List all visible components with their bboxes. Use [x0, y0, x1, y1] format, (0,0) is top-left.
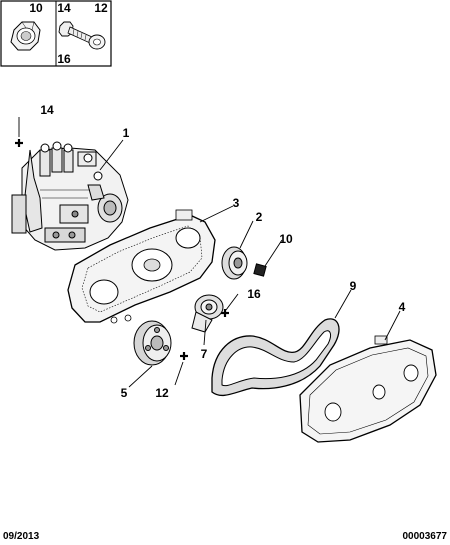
inset-label-bolt: 14	[57, 1, 71, 15]
callout-5: 5	[121, 386, 128, 400]
inset-label-nut: 10	[29, 1, 43, 15]
injection-pump	[11, 141, 129, 251]
bolt-14-cross	[15, 139, 23, 147]
tensioner	[191, 294, 224, 333]
nut-10	[253, 263, 267, 277]
callout-9: 9	[350, 279, 357, 293]
outer-timing-cover	[299, 335, 437, 443]
callout-16: 16	[247, 287, 261, 301]
washer-16-cross	[221, 309, 229, 317]
pump-sprocket	[221, 246, 248, 280]
footer-ref: 00003677	[403, 531, 448, 542]
washer-icon	[88, 34, 106, 50]
timing-belt	[211, 318, 340, 396]
callout-10: 10	[279, 232, 293, 246]
camshaft-sprocket	[133, 320, 172, 366]
callout-3: 3	[233, 196, 240, 210]
nut-icon	[10, 21, 41, 51]
inset-label-washer: 12	[94, 1, 108, 15]
footer-date: 09/2013	[3, 531, 40, 542]
hardware-inset: 10 14 12 16	[0, 0, 112, 67]
inset-label-washer-bottom: 16	[57, 52, 71, 66]
washer-12-cross	[180, 352, 188, 360]
callout-12: 12	[155, 386, 169, 400]
callout-7: 7	[201, 347, 208, 361]
callout-1: 1	[123, 126, 130, 140]
inner-timing-cover	[67, 209, 216, 324]
callout-2: 2	[256, 210, 263, 224]
leader-lines	[18, 117, 401, 388]
callout-14: 14	[40, 103, 54, 117]
callout-4: 4	[399, 300, 406, 314]
